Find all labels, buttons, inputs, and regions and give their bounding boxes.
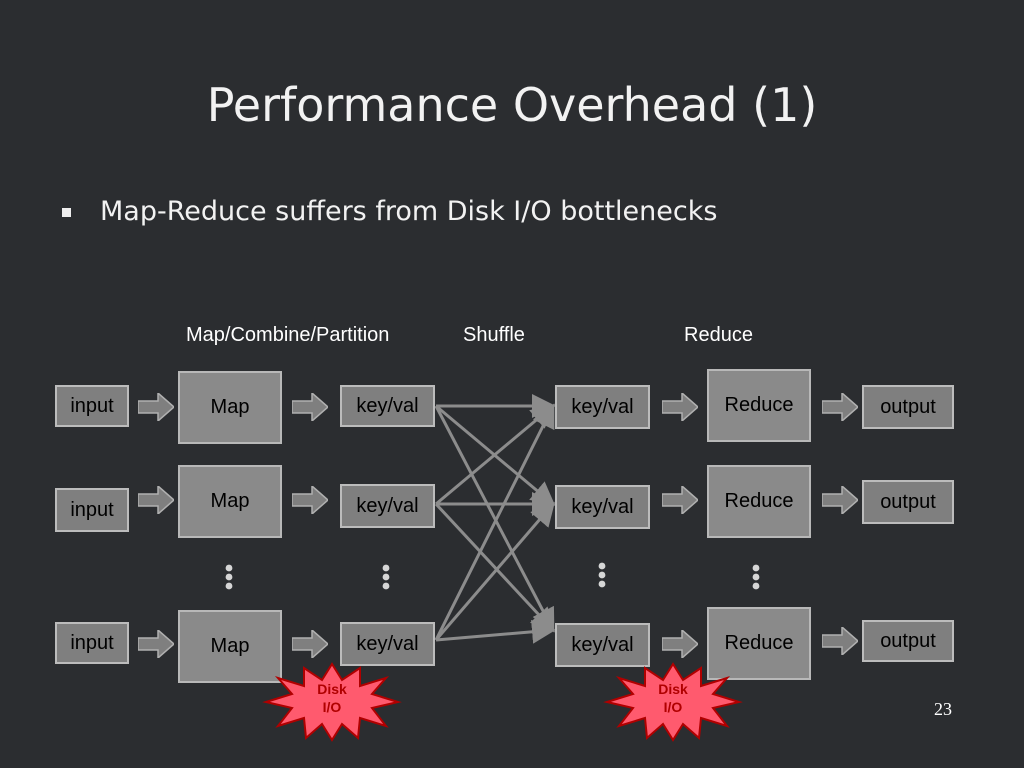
reduce-keyval-box: key/val <box>555 385 650 429</box>
input-label: input <box>70 394 114 417</box>
map-label: Map <box>210 396 250 418</box>
right-arrow-icon <box>662 630 698 658</box>
input-box: input <box>55 488 129 532</box>
keyval-label: key/val <box>571 395 634 418</box>
map-label: Map <box>210 490 250 512</box>
right-arrow-icon <box>138 393 174 421</box>
right-arrow-icon <box>822 486 858 514</box>
shuffle-line <box>435 404 556 506</box>
map-label: Map <box>210 635 250 657</box>
map-box: Map <box>178 371 282 444</box>
explosion-burst-icon <box>603 662 743 742</box>
disk-io-label-line2: I/O <box>322 699 342 715</box>
keyval-label: key/val <box>571 633 634 656</box>
output-box: output <box>862 480 954 524</box>
disk-io-label-line2: I/O <box>663 699 683 715</box>
explosion-burst-icon <box>262 662 402 742</box>
reduce-label: Reduce <box>724 632 794 654</box>
keyval-label: key/val <box>356 494 419 517</box>
square-bullet-icon <box>62 208 71 217</box>
output-box: output <box>862 385 954 429</box>
reduce-box: Reduce <box>707 369 811 442</box>
map-keyval-box: key/val <box>340 622 435 666</box>
map-column-label: Map/Combine/Partition <box>186 324 390 346</box>
input-label: input <box>70 631 114 654</box>
shuffle-line <box>435 404 556 506</box>
shuffle-line <box>434 403 555 641</box>
keyval-label: key/val <box>356 632 419 655</box>
reduce-label: Reduce <box>724 490 794 512</box>
keyval-label: key/val <box>356 394 419 417</box>
disk-io-label-line1: Disk <box>658 681 688 697</box>
disk-io-burst: Disk I/O <box>262 660 402 742</box>
disk-io-burst: Disk I/O <box>603 660 743 742</box>
right-arrow-icon <box>292 486 328 514</box>
shuffle-line <box>434 501 555 641</box>
right-arrow-icon <box>292 393 328 421</box>
reduce-keyval-box: key/val <box>555 623 650 667</box>
output-box: output <box>862 620 954 662</box>
right-arrow-icon <box>822 627 858 655</box>
right-arrow-icon <box>662 486 698 514</box>
input-box: input <box>55 622 129 664</box>
map-box: Map <box>178 465 282 538</box>
disk-io-label-line1: Disk <box>317 681 347 697</box>
ellipsis-dots-icon <box>752 564 760 590</box>
right-arrow-icon <box>138 486 174 514</box>
output-label: output <box>880 629 936 652</box>
reduce-box: Reduce <box>707 607 811 680</box>
map-box: Map <box>178 610 282 683</box>
page-number: 23 <box>934 699 952 719</box>
map-keyval-box: key/val <box>340 385 435 427</box>
shuffle-line <box>435 619 556 644</box>
bullet-text: Map-Reduce suffers from Disk I/O bottlen… <box>100 196 718 227</box>
shuffle-line <box>434 405 555 633</box>
reduce-column-label: Reduce <box>684 324 753 346</box>
right-arrow-icon <box>662 393 698 421</box>
input-box: input <box>55 385 129 427</box>
shuffle-column-label: Shuffle <box>463 324 525 346</box>
output-label: output <box>880 395 936 418</box>
shuffle-line <box>434 502 556 633</box>
map-keyval-box: key/val <box>340 484 435 528</box>
right-arrow-icon <box>138 630 174 658</box>
ellipsis-dots-icon <box>225 564 233 590</box>
right-arrow-icon <box>822 393 858 421</box>
slide-title: Performance Overhead (1) <box>206 78 818 132</box>
reduce-keyval-box: key/val <box>555 485 650 529</box>
reduce-label: Reduce <box>724 394 794 416</box>
keyval-label: key/val <box>571 495 634 518</box>
ellipsis-dots-icon <box>382 564 390 590</box>
reduce-box: Reduce <box>707 465 811 538</box>
right-arrow-icon <box>292 630 328 658</box>
output-label: output <box>880 490 936 513</box>
input-label: input <box>70 498 114 521</box>
ellipsis-dots-icon <box>598 562 606 588</box>
